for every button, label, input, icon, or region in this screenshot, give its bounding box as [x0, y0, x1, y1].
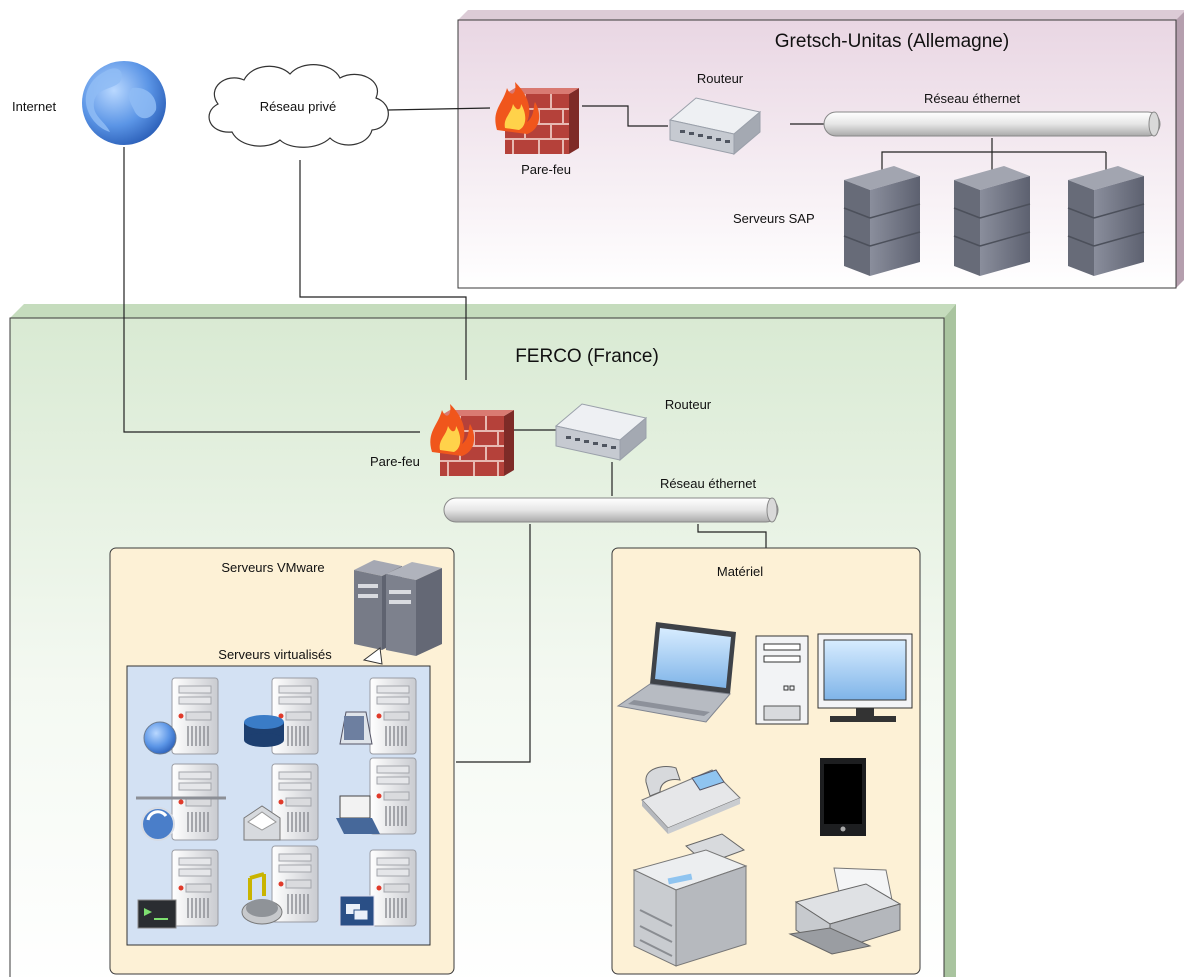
internet-node: Internet — [12, 61, 166, 145]
fr-firewall: Pare-feu — [370, 403, 515, 477]
vmware-panel: Serveurs VMware Serveurs virtualisés — [109, 547, 455, 975]
file-icon — [339, 711, 373, 745]
phone-icon — [641, 766, 741, 834]
backup-icon — [136, 796, 226, 841]
cable-de-ethernet-drop — [881, 138, 993, 172]
fr-router: Routeur — [555, 397, 712, 461]
cable-ethernet-to-hardware — [697, 524, 767, 548]
hardware-panel: Matériel — [611, 547, 921, 975]
virtual-server-application — [339, 849, 417, 927]
vmware-callout-pointer — [362, 647, 383, 665]
hardware-label: Matériel — [717, 564, 763, 579]
fr-router-label: Routeur — [665, 397, 712, 412]
terminal-icon — [137, 899, 177, 929]
internet-label: Internet — [12, 99, 56, 114]
virtual-server-mail — [243, 763, 319, 841]
private-network-node: Réseau privé — [208, 64, 389, 148]
desktop-tower-icon — [755, 635, 809, 725]
vmware-label: Serveurs VMware — [221, 560, 324, 575]
media-icon — [241, 872, 283, 925]
de-router-label: Routeur — [697, 71, 744, 86]
fr-ethernet-label: Réseau éthernet — [660, 476, 757, 491]
firewall-icon — [429, 403, 515, 477]
server-icon — [843, 165, 921, 277]
virtual-server-file — [339, 677, 417, 755]
germany-site-box: Gretsch-Unitas (Allemagne) — [457, 10, 1184, 289]
private-network-label: Réseau privé — [260, 99, 337, 114]
virtual-server-web — [143, 677, 219, 755]
cloud-icon — [208, 64, 389, 148]
mobile-device-icon — [820, 758, 866, 836]
documents-icon — [336, 795, 380, 834]
germany-site-title: Gretsch-Unitas (Allemagne) — [775, 31, 1009, 52]
de-ethernet-label: Réseau éthernet — [924, 91, 1021, 106]
virtual-server-documents — [336, 757, 417, 835]
virtual-server-media — [241, 845, 319, 925]
sap-servers-label: Serveurs SAP — [733, 211, 815, 226]
network-cables — [123, 105, 1107, 763]
laptop-icon — [616, 622, 736, 723]
virtual-servers-area — [126, 665, 431, 946]
printer-icon — [788, 867, 902, 955]
cable-de-firewall-to-router — [582, 105, 668, 127]
firewall-icon — [494, 81, 580, 155]
server-icon — [1067, 165, 1145, 277]
database-icon — [244, 715, 284, 747]
application-icon — [339, 895, 375, 927]
virtual-server-backup — [136, 763, 226, 841]
fr-firewall-label: Pare-feu — [370, 454, 420, 469]
server-icon — [953, 165, 1031, 277]
de-firewall: Pare-feu — [494, 81, 580, 177]
virtual-server-terminal — [137, 849, 219, 929]
globe-icon — [82, 61, 166, 145]
vmware-host-icon — [354, 560, 442, 656]
cable-internet-to-ferco-firewall — [123, 147, 420, 433]
de-firewall-label: Pare-feu — [521, 162, 571, 177]
france-site-title: FERCO (France) — [515, 346, 659, 367]
virtual-servers-label: Serveurs virtualisés — [218, 647, 332, 662]
cable-cloud-to-ferco-firewall — [299, 160, 467, 380]
mail-icon — [243, 805, 281, 841]
de-router: Routeur — [669, 71, 761, 155]
monitor-icon — [817, 633, 913, 722]
sap-servers: Serveurs SAP — [733, 165, 1145, 277]
de-ethernet-bus: Réseau éthernet — [823, 91, 1161, 137]
fr-ethernet-bus: Réseau éthernet — [443, 476, 779, 523]
virtual-server-database — [244, 677, 319, 755]
cable-cloud-to-de-firewall — [387, 107, 491, 111]
globe-icon — [143, 721, 177, 755]
cable-ethernet-to-vmware — [456, 524, 531, 763]
copier-icon — [632, 833, 748, 967]
